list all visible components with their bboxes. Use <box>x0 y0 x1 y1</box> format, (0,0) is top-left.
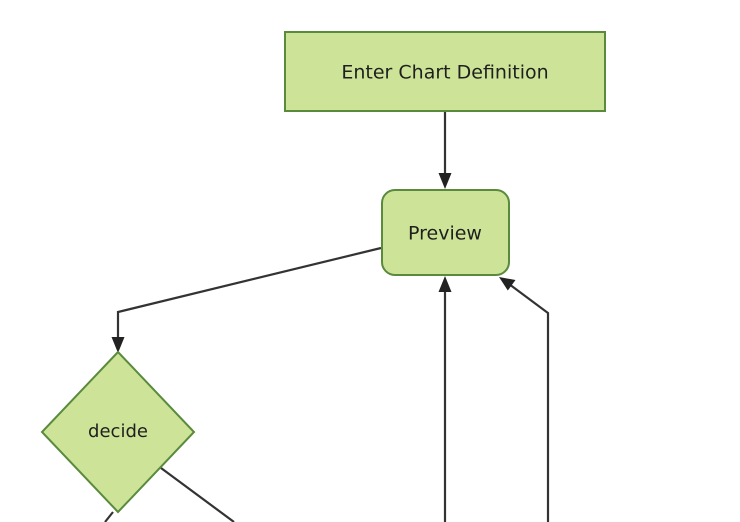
preview-shape[interactable] <box>381 189 510 276</box>
edge-definition-to-preview <box>438 112 452 189</box>
edge-right-return-to-preview-arrowhead <box>499 277 516 291</box>
edge-right-return-to-preview <box>499 277 550 522</box>
preview-label: Preview <box>408 223 482 245</box>
edge-right-return-to-preview-line <box>508 283 550 522</box>
enter-chart-definition-shape[interactable] <box>284 31 606 112</box>
edge-preview-to-decide-arrowhead <box>111 337 125 353</box>
node-decide[interactable]: decide <box>40 350 196 514</box>
enter-chart-definition-label: Enter Chart Definition <box>341 62 548 84</box>
edge-definition-to-preview-arrowhead <box>438 173 452 189</box>
node-enter-chart-definition[interactable]: Enter Chart Definition <box>284 31 606 112</box>
decide-label: decide <box>88 421 148 442</box>
edge-center-return-to-preview-arrowhead <box>438 276 452 292</box>
edge-preview-to-decide <box>111 246 382 353</box>
edge-decide-bottom-outgoing <box>104 511 114 522</box>
edge-center-return-to-preview <box>438 276 452 522</box>
edge-decide-right-outgoing-line <box>160 467 235 522</box>
edge-decide-bottom-outgoing-line <box>104 511 114 522</box>
edge-preview-to-decide-line <box>116 246 382 341</box>
node-preview[interactable]: Preview <box>381 189 510 276</box>
edge-decide-right-outgoing <box>160 467 235 522</box>
decide-shape[interactable] <box>40 350 196 514</box>
